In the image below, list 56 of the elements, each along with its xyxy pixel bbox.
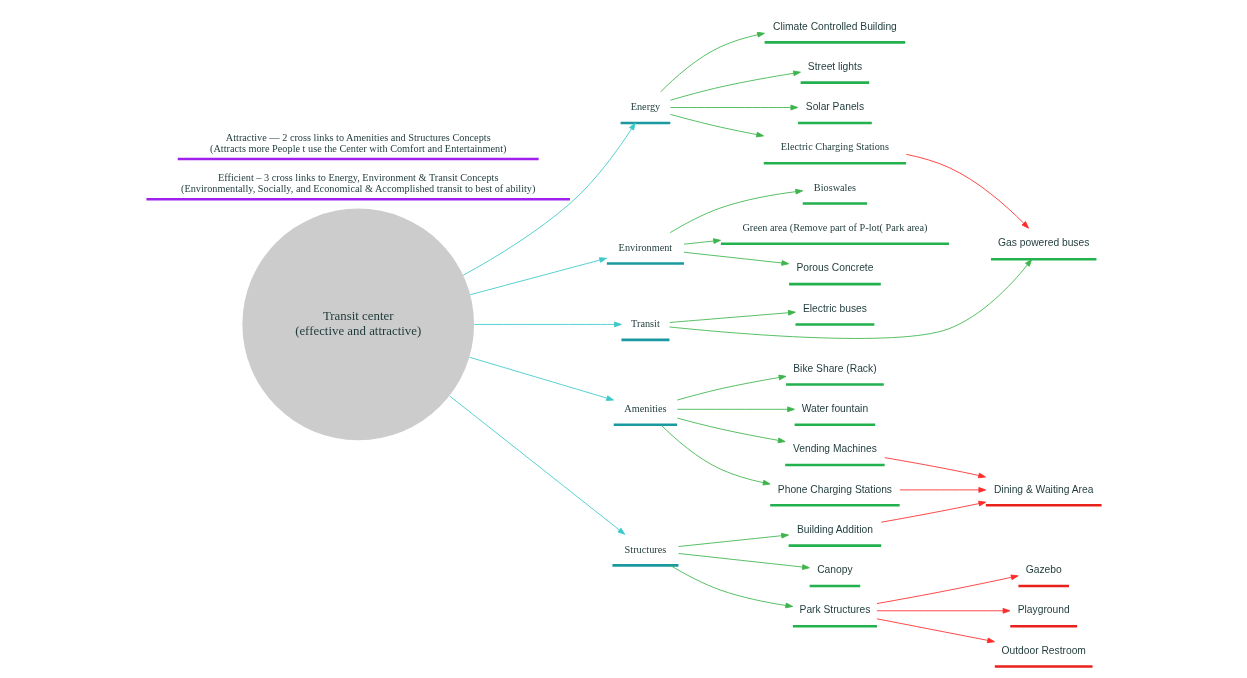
arrow bbox=[462, 122, 636, 276]
node-text: Gas powered buses bbox=[997, 237, 1089, 249]
arrow bbox=[669, 104, 798, 111]
node-text: Amenities bbox=[623, 402, 667, 414]
node-text: Environment bbox=[618, 241, 672, 253]
arrow bbox=[469, 257, 607, 296]
arrow bbox=[448, 395, 625, 535]
arrow bbox=[473, 321, 622, 328]
node-text: Efficient – 3 cross links to Energy, Environment & Transit Concepts (Environmentally, Socially, and Economical & Accomplished transit to best of ability) bbox=[180, 171, 535, 195]
arrow bbox=[676, 374, 786, 401]
arrow bbox=[876, 574, 1019, 604]
arrow bbox=[669, 70, 801, 101]
node-text: Bioswales bbox=[813, 181, 856, 193]
node-text: Phone Charging Stations bbox=[777, 483, 892, 495]
arrow bbox=[668, 259, 1032, 339]
node-text: Canopy bbox=[816, 564, 853, 576]
arrow bbox=[898, 487, 986, 493]
arrow bbox=[669, 113, 764, 138]
arrow bbox=[883, 457, 986, 479]
node-text: Climate Controlled Building bbox=[772, 20, 897, 32]
arrow bbox=[683, 251, 789, 266]
arrow bbox=[905, 153, 1029, 229]
arrow bbox=[683, 238, 721, 245]
node-text: Street lights bbox=[807, 60, 862, 72]
node-text: Water fountain bbox=[801, 402, 868, 414]
arrow bbox=[676, 417, 786, 444]
arrow bbox=[659, 31, 765, 93]
node-text: Electric Charging Stations bbox=[780, 141, 889, 153]
arrow bbox=[677, 532, 789, 547]
node-text: Solar Panels bbox=[805, 101, 864, 113]
node-text: Structures bbox=[624, 543, 666, 555]
node-text: Energy bbox=[630, 101, 660, 113]
node-text: Electric buses bbox=[802, 302, 867, 314]
node-text: Bike Share (Rack) bbox=[792, 362, 877, 374]
arrow bbox=[677, 553, 810, 570]
arrow bbox=[660, 424, 771, 486]
node-text: Green area (Remove part of P-lot( Park area) bbox=[741, 222, 927, 234]
node-text: Dining & Waiting Area bbox=[993, 483, 1093, 495]
node-text: Vending Machines bbox=[792, 443, 877, 455]
node-text: Porous Concrete bbox=[795, 262, 873, 274]
arrow bbox=[669, 188, 803, 234]
arrow bbox=[876, 618, 995, 644]
arrow bbox=[669, 564, 793, 609]
arrow bbox=[876, 607, 1010, 614]
node-text: Attractive — 2 cross links to Amenities and Structures Concepts (Attracts more People t use the Center with Comfort and Entertainment) bbox=[209, 131, 506, 154]
node-text: Gazebo bbox=[1025, 564, 1062, 576]
arrow bbox=[676, 406, 795, 413]
arrow bbox=[880, 500, 986, 523]
node-text: Transit bbox=[630, 318, 660, 330]
arrow bbox=[468, 356, 614, 401]
node-circle: Transit center (effective and attractive) bbox=[241, 208, 474, 441]
arrow bbox=[668, 309, 796, 323]
node-text: Park Structures bbox=[799, 604, 870, 616]
node-text: Outdoor Restroom bbox=[1000, 644, 1086, 656]
node-text: Building Addition bbox=[796, 523, 873, 535]
node-text: Playground bbox=[1017, 604, 1070, 616]
